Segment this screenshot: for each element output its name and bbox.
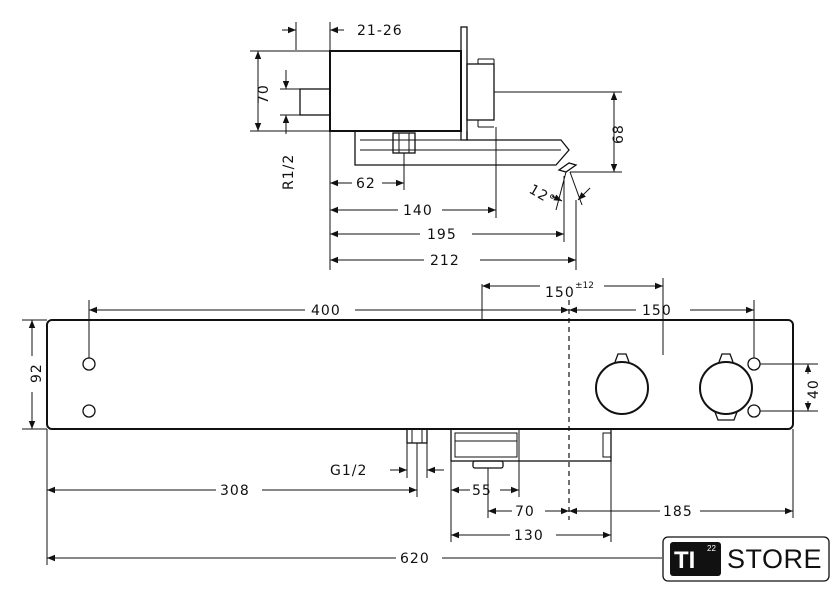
dim-70-front: 70 (515, 504, 535, 520)
spout-outline (354, 131, 570, 166)
dim-55: 55 (472, 483, 492, 499)
logo-badge (670, 542, 721, 576)
dim-185: 185 (663, 504, 693, 520)
dim-r1-2: R1/2 (281, 154, 297, 190)
dim-308: 308 (220, 483, 250, 499)
dim-40: 40 (806, 379, 822, 399)
dim-21-26: 21-26 (357, 23, 403, 39)
mounting-hole (82, 357, 96, 371)
inlet-fitting (406, 428, 428, 444)
front-body (46, 319, 794, 430)
aerator (472, 460, 504, 469)
dim-140: 140 (403, 203, 433, 219)
front-view: 400 150 ±12 150 92 40 G1/2 (22, 278, 822, 567)
logo-text: STORE (727, 544, 822, 574)
dim-150-tol: 150 (545, 285, 575, 301)
dim-tolerance: ±12 (575, 281, 594, 291)
side-body (329, 50, 462, 132)
spout-front (450, 428, 612, 462)
dim-70: 70 (256, 84, 272, 104)
dim-212: 212 (430, 253, 460, 269)
wall-bracket (466, 63, 495, 121)
mounting-hole (747, 357, 761, 371)
dim-400: 400 (311, 303, 341, 319)
store-logo: TI 22 STORE (662, 536, 830, 582)
dim-150: 150 (642, 303, 672, 319)
mounting-hole (82, 404, 96, 418)
dim-68: 68 (611, 124, 627, 144)
dim-620: 620 (400, 551, 430, 567)
logo-badge-text: TI (674, 547, 695, 574)
side-view: 21-26 70 R1/2 68 62 140 (250, 22, 627, 270)
dim-g1-2: G1/2 (330, 463, 367, 479)
dim-92: 92 (29, 363, 45, 383)
dim-130: 130 (514, 528, 544, 544)
dim-angle: 12° (526, 182, 558, 210)
dim-62: 62 (356, 176, 376, 192)
temperature-knob (595, 361, 649, 415)
inlet-stub (299, 88, 331, 116)
mounting-hole (747, 404, 761, 418)
dim-195: 195 (427, 227, 457, 243)
logo-badge-sup: 22 (707, 544, 716, 553)
flow-knob (699, 361, 753, 415)
